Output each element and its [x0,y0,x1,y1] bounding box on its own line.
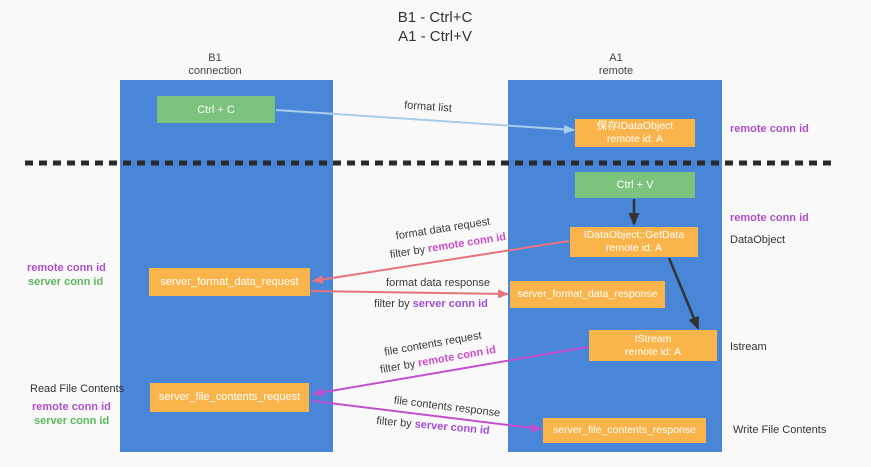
node-istream: IStream remote id: A [589,330,717,361]
node-ctrl-c-label: Ctrl + C [197,103,235,116]
title-line-1: B1 - Ctrl+C [397,9,473,26]
filter-value-server-conn-id: server conn id [412,298,488,310]
filter-prefix: filter by [375,415,416,431]
right-label-remote-conn-id-1: remote conn id [730,123,809,135]
label-format-data-response-filter: filter by server conn id [374,298,488,310]
node-ctrl-c: Ctrl + C [157,96,275,123]
right-label-dataobject: DataObject [730,234,786,246]
node-format-response-label: server_format_data_response [517,288,658,300]
lane-header-b1: B1 connection [188,52,241,78]
arrow-format-data-response [310,289,509,299]
filter-prefix: filter by [379,357,420,377]
node-format-request-label: server_format_data_request [160,275,299,288]
lane-header-a1: A1 remote [599,52,633,78]
node-ctrl-v-label: Ctrl + V [616,179,654,191]
left-label-server-conn-id-1: server conn id [28,276,104,288]
node-server-file-contents-request: server_file_contents_request [150,383,309,412]
label-format-data-response: format data response [386,277,490,289]
node-getdata-line1: IDataObject::GetData [583,229,685,241]
filter-prefix: filter by [389,243,430,262]
node-server-file-contents-response: server_file_contents_response [543,418,706,443]
right-label-write-file-contents: Write File Contents [733,424,827,436]
node-server-format-data-request: server_format_data_request [149,268,310,296]
lane-b1-subtitle: connection [188,65,242,77]
node-server-format-data-response: server_format_data_response [510,281,665,308]
right-label-remote-conn-id-2: remote conn id [730,212,809,224]
node-getdata-line2: remote id: A [605,242,663,254]
lane-a1-title: A1 [609,52,623,64]
node-file-request-label: server_file_contents_request [158,391,301,403]
node-idataobject-getdata: IDataObject::GetData remote id: A [570,227,698,257]
node-save-idataobject-line2: remote id: A [606,133,664,145]
node-save-idataobject-line1: 保存IDataObject [596,120,674,132]
node-ctrl-v: Ctrl + V [575,172,695,198]
left-label-server-conn-id-2: server conn id [34,415,110,427]
diagram-title: B1 - Ctrl+C A1 - Ctrl+V [398,8,473,46]
label-format-list: format list [403,99,453,115]
title-line-2: A1 - Ctrl+V [398,28,472,45]
label-file-contents-response-filter: filter by server conn id [376,415,490,437]
left-label-read-file-contents: Read File Contents [30,383,125,395]
label-file-contents-response: file contents response [393,394,501,420]
node-file-response-label: server_file_contents_response [552,424,696,436]
filter-value-server-conn-id: server conn id [414,418,491,437]
left-label-remote-conn-id-2: remote conn id [32,401,111,413]
lane-a1-subtitle: remote [598,65,634,77]
filter-prefix: filter by [374,298,413,310]
node-istream-line1: IStream [634,332,672,345]
node-istream-line2: remote id: A [624,345,682,358]
lane-b1-title: B1 [208,52,222,64]
node-save-idataobject: 保存IDataObject remote id: A [575,119,695,147]
left-label-remote-conn-id-1: remote conn id [27,262,106,274]
right-label-istream: Istream [730,341,767,353]
